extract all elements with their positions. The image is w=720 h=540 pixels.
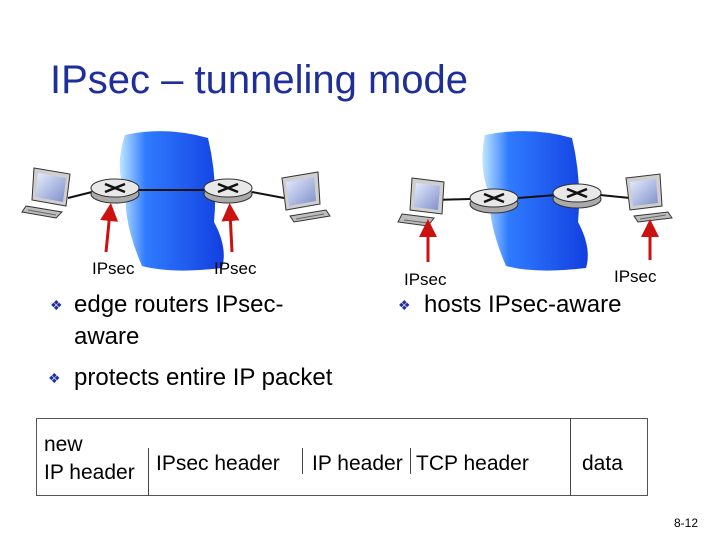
ipsec-label: IPsec	[214, 259, 257, 278]
packet-divider	[302, 448, 303, 474]
bullet-icon: ❖	[48, 370, 61, 386]
ipsec-arrows	[100, 203, 659, 262]
packet-divider	[148, 448, 149, 496]
computer-icon	[397, 177, 445, 227]
packet-cell-new-ip: new	[44, 433, 83, 456]
computer-icon	[21, 167, 71, 219]
ipsec-label: IPsec	[404, 270, 447, 289]
computer-icon	[625, 173, 673, 223]
router-icon	[90, 178, 140, 204]
router-icon	[203, 178, 253, 204]
bullet-icon: ❖	[398, 297, 411, 313]
ipsec-label: IPsec	[92, 259, 135, 278]
slide-number: 8-12	[673, 516, 698, 530]
router-icon	[552, 183, 602, 209]
packet-cell-tcp-header: TCP header	[416, 452, 529, 475]
computer-icon	[281, 171, 331, 223]
packet-divider	[570, 418, 571, 496]
bullet-text: protects entire IP packet	[74, 364, 333, 391]
packet-cell-ip-header: IP header	[312, 452, 403, 475]
network-links	[67, 189, 631, 201]
packet-cell-data: data	[582, 452, 623, 475]
bullet-text: edge routers IPsec-	[74, 291, 284, 318]
packet-diagram	[36, 418, 648, 496]
network-cloud-right	[482, 131, 588, 271]
bullet-text: hosts IPsec-aware	[424, 291, 622, 318]
bullet-text: aware	[74, 323, 140, 350]
packet-divider	[410, 448, 411, 474]
ipsec-label: IPsec	[614, 267, 657, 286]
packet-cell-ipsec-header: IPsec header	[156, 452, 280, 475]
router-icon	[469, 188, 519, 214]
packet-cell-new-ip: IP header	[44, 461, 135, 484]
bullet-icon: ❖	[50, 297, 63, 313]
page-title: IPsec – tunneling mode	[50, 58, 469, 102]
network-cloud-left	[119, 131, 224, 271]
